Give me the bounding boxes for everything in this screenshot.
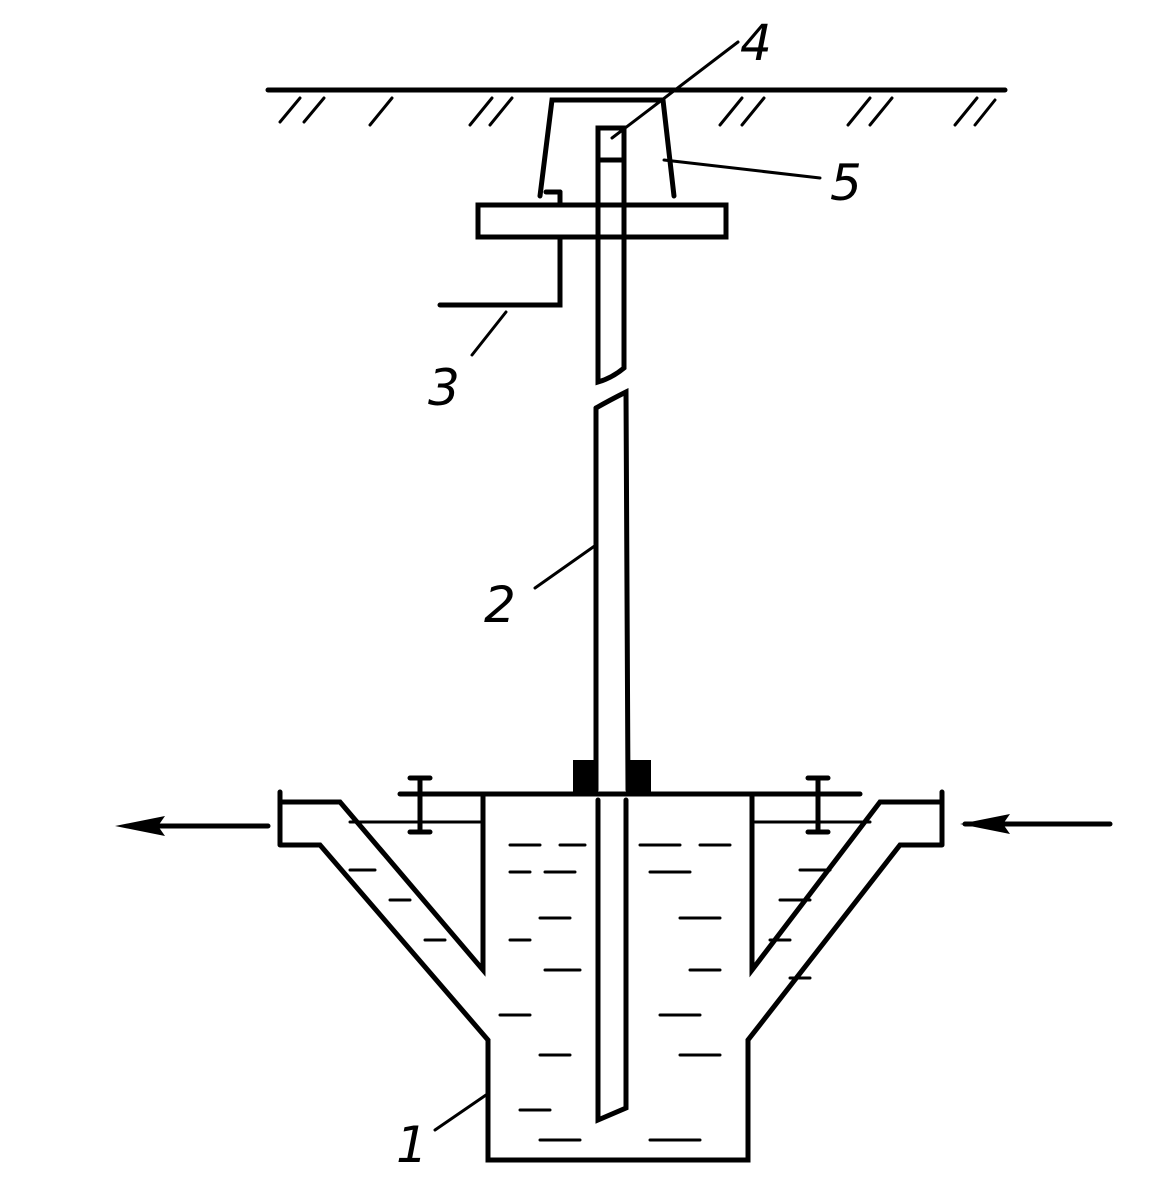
pipe — [437, 234, 563, 308]
label-1: 1 — [396, 1116, 428, 1174]
label-2: 2 — [484, 576, 516, 634]
fitting — [595, 125, 627, 163]
housing — [475, 97, 729, 240]
leader-lines — [433, 40, 822, 1132]
ceiling — [265, 87, 1008, 127]
tank — [277, 789, 945, 1163]
outflow-arrow — [115, 816, 271, 836]
rod — [593, 157, 631, 1124]
label-4: 4 — [740, 14, 772, 72]
top-beam — [397, 760, 863, 835]
inflow-arrow — [960, 814, 1113, 834]
label-5: 5 — [830, 154, 862, 212]
label-3: 3 — [428, 359, 460, 417]
